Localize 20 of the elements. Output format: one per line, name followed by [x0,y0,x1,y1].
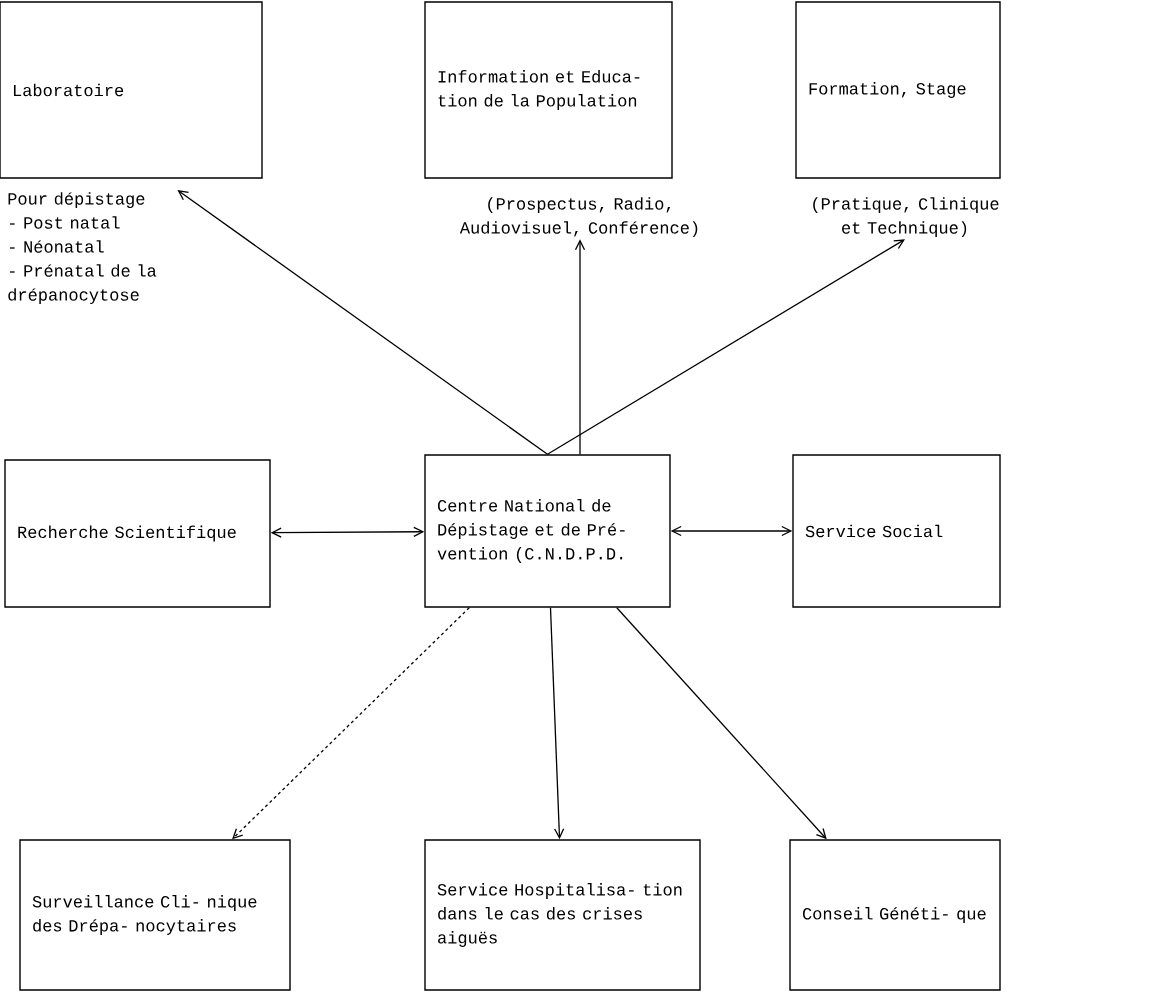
process-box: Service Social [792,454,1001,608]
process-box: Centre National de Dépistage et de Pré- vention (C.N.D.P.D. [424,454,671,608]
arrow [270,526,425,538]
process-box: Information et Educa- tion de la Population [424,1,673,179]
arrow [670,525,793,537]
arrow [546,239,905,455]
arrow [616,607,827,840]
arrow [177,190,549,455]
process-box: Formation, Stage [795,1,1001,179]
note-text: (Prospectus, Radio, Audiovisuel, Conférence) [459,197,698,238]
process-box: Recherche Scientifique [4,459,271,608]
process-box: Laboratoire [0,1,263,179]
note-text: (Pratique, Clinique et Technique) [813,197,999,238]
process-box: Conseil Généti- que [789,839,1001,991]
process-box: Service Hospitalisa- tion dans le cas des crises aiguës [424,839,701,991]
note-text: Pour dépistage - Post natal - Néonatal - Prénatal de la drépanocytose [8,192,157,305]
arrow [232,607,470,840]
process-box: Surveillance Cli- nique des Drépa- nocytaires [19,839,291,991]
arrow [549,607,565,840]
arrow [574,239,586,455]
